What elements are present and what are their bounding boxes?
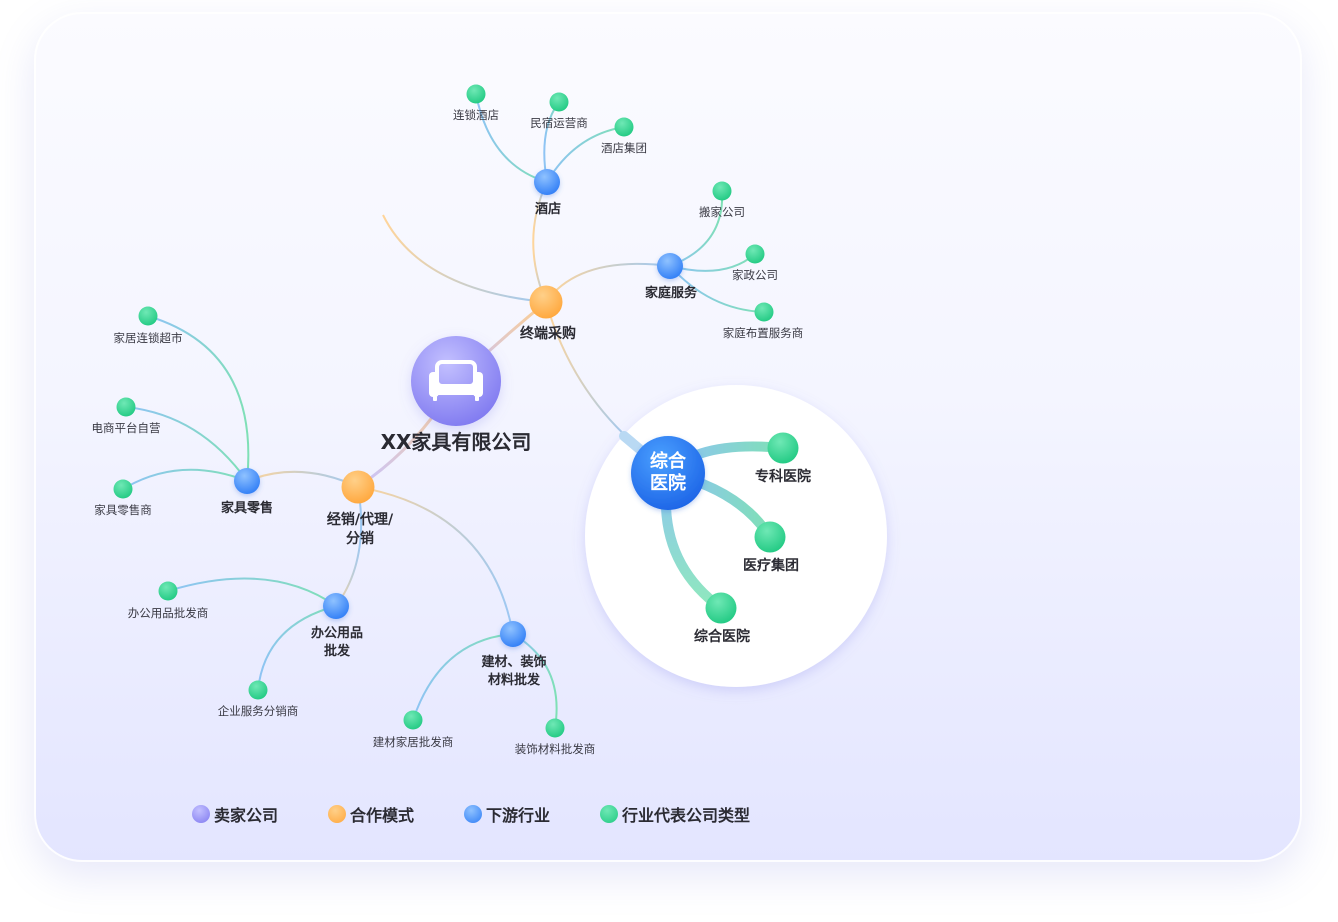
company-enterprise-service-label: 企业服务分销商 [217,704,299,718]
edge-retail-supermarket [147,315,250,482]
node-hotel-group[interactable] [614,117,634,137]
node-distribution[interactable] [341,470,375,504]
node-furniture-retailer[interactable] [113,479,133,499]
legend-label-industry: 下游行业 [486,806,551,825]
node-chain-hotel[interactable] [466,84,486,104]
mode-distribution-line2: 分销 [345,530,374,547]
node-office-wholesale[interactable] [323,593,349,619]
edge-distribution-retail [246,470,359,488]
company-hotel-group-label: 酒店集团 [601,141,647,155]
industry-nodes [234,169,705,647]
node-ecommerce[interactable] [116,397,136,417]
node-home-decor[interactable] [754,302,774,322]
edge-retail-retailer [122,468,248,490]
industry-building-line1: 建材、装饰 [481,655,547,670]
legend-item-industry: 下游行业 [464,802,550,826]
company-specialty-hospital-label: 专科医院 [755,469,811,485]
industry-hospital-line2: 医院 [650,472,686,494]
industry-hospital-line1: 综合 [650,451,686,472]
edge-terminal-hotel [532,181,548,303]
edge-distribution-building [357,486,514,635]
node-furniture-retail[interactable] [234,468,260,494]
edge-terminal-faded [382,214,547,303]
company-housekeeping-label: 家政公司 [732,268,778,282]
node-housekeeping[interactable] [745,244,765,264]
node-general-hospital[interactable] [705,592,737,624]
company-chain-hotel-label: 连锁酒店 [453,108,499,122]
industry-hotel-label: 酒店 [534,202,562,217]
legend-dot-industry [464,805,483,823]
legend-item-seller: 卖家公司 [192,802,278,826]
edge-office-wholesaler [167,577,337,607]
legend-dot-company [600,805,619,823]
node-home-supermarket[interactable] [138,306,158,326]
industry-building-line2: 材料批发 [487,672,541,688]
node-building-wholesale[interactable] [500,621,526,647]
node-office-wholesaler[interactable] [158,581,178,601]
seller-company-name: XX家具有限公司 [380,430,532,454]
node-medical-group[interactable] [754,521,786,553]
node-building-wholesaler[interactable] [403,710,423,730]
node-seller-company[interactable] [411,336,501,426]
legend-item-mode: 合作模式 [328,802,414,826]
industry-office-wholesale-label: 办公用品 批发 [311,625,363,660]
node-enterprise-service[interactable] [248,680,268,700]
legend-item-company: 行业代表公司类型 [600,802,750,826]
edge-office-enterprise [257,605,337,691]
legend-dot-mode [328,805,347,823]
node-terminal-purchase[interactable] [529,285,563,319]
company-decoration-wholesaler-label: 装饰材料批发商 [514,742,596,756]
industry-furniture-retail-label: 家具零售 [220,501,274,516]
industry-hospital-label: 综合 医院 [650,451,686,495]
node-specialty-hospital[interactable] [767,432,799,464]
node-hotel[interactable] [534,169,560,195]
company-medical-group-label: 医疗集团 [743,558,799,574]
node-home-service[interactable] [657,253,683,279]
node-general-hospital-industry[interactable] [631,436,705,510]
legend-label-mode: 合作模式 [350,806,415,825]
industry-building-label: 建材、装饰 材料批发 [481,654,546,689]
mode-distribution-line1: 经销/代理/ [326,512,394,528]
node-homestay[interactable] [549,92,569,112]
node-decoration-wholesaler[interactable] [545,718,565,738]
legend-label-seller: 卖家公司 [214,806,279,825]
legend-label-company: 行业代表公司类型 [622,806,751,825]
industry-home-service-label: 家庭服务 [644,286,698,301]
mode-terminal-label: 终端采购 [520,326,576,342]
edge-retail-ecommerce [125,406,248,482]
company-office-wholesaler-label: 办公用品批发商 [127,606,209,620]
company-moving-label: 搬家公司 [699,205,745,219]
company-ecommerce-label: 电商平台自营 [91,421,161,435]
industry-office-line2: 批发 [323,643,351,659]
industry-office-line1: 办公用品 [310,626,364,641]
company-building-wholesaler-label: 建材家居批发商 [372,735,454,749]
edge-terminal-hospital [545,301,631,441]
company-general-hospital-label: 综合医院 [694,629,750,645]
edge-homeservice-moving [669,190,724,267]
edge-building-wholesaler [412,633,514,721]
company-homestay-label: 民宿运营商 [530,116,588,130]
legend: 卖家公司 合作模式 下游行业 行业代表公司类型 [192,802,800,826]
node-moving[interactable] [712,181,732,201]
company-furniture-retailer-label: 家具零售商 [94,503,152,517]
company-home-decor-label: 家庭布置服务商 [722,326,804,340]
legend-dot-seller [192,805,210,823]
mode-distribution-label: 经销/代理/ 分销 [327,511,393,549]
company-home-supermarket-label: 家居连锁超市 [113,331,183,345]
company-nodes [113,84,799,738]
sofa-icon [429,360,483,401]
